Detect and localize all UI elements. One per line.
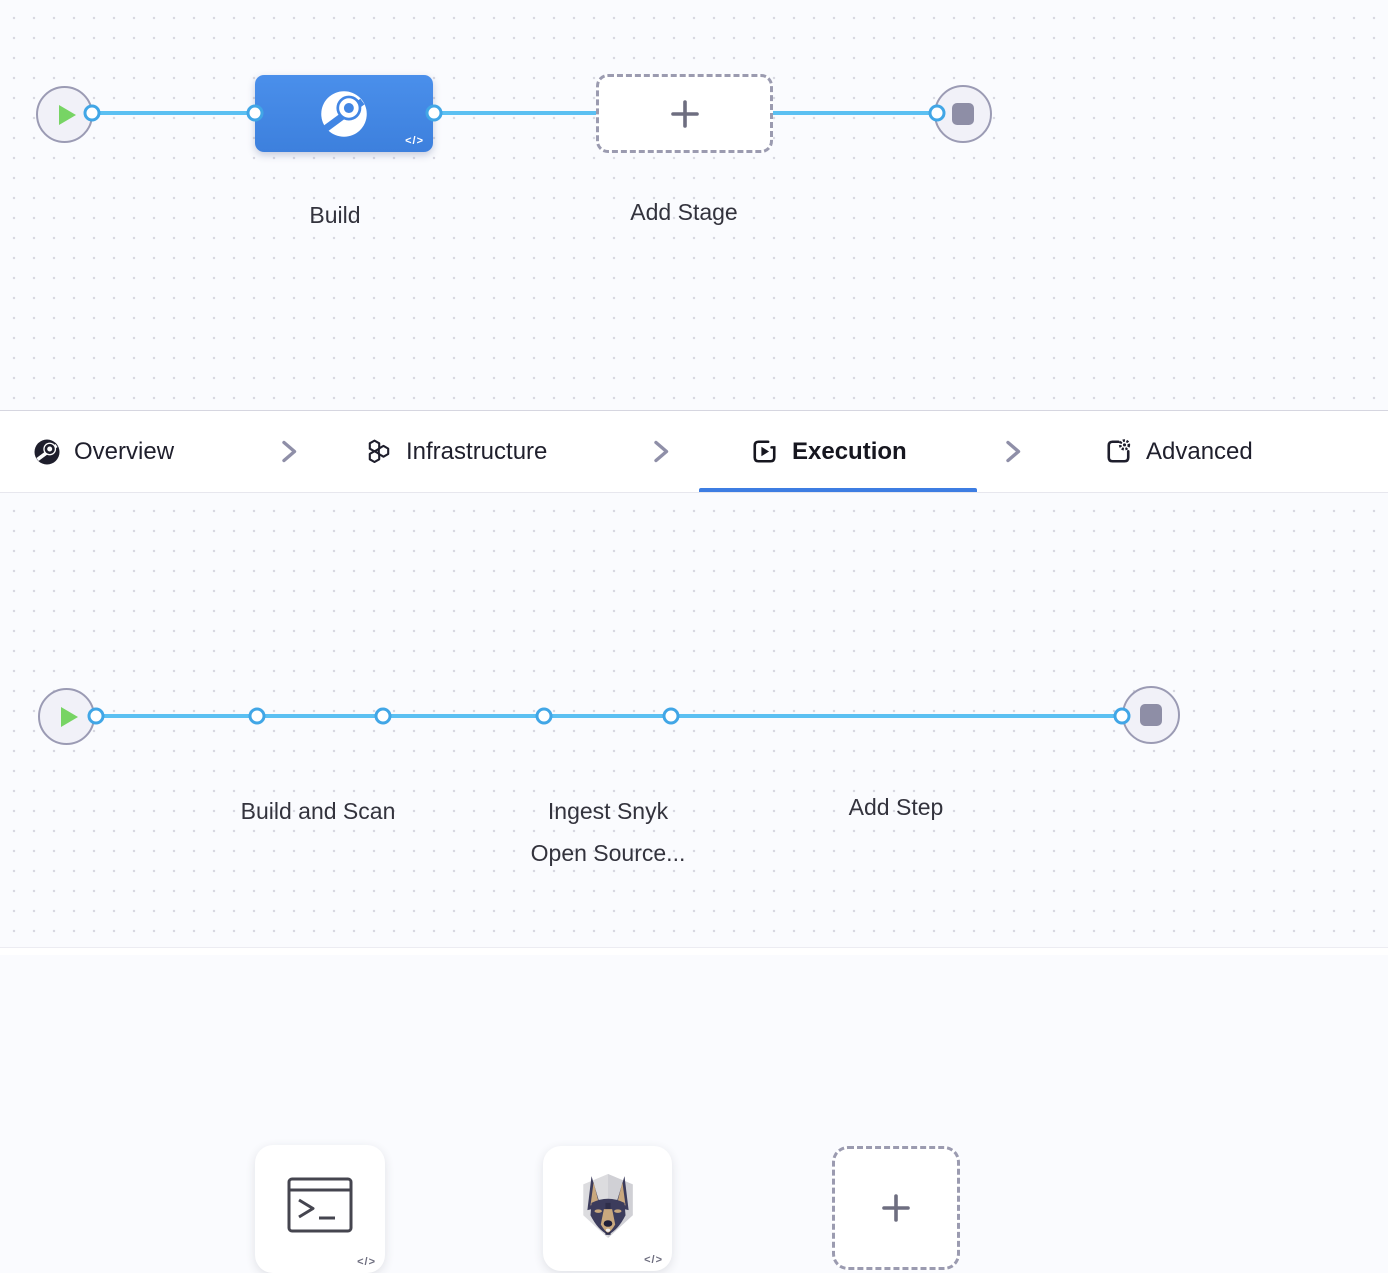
stop-icon <box>952 103 974 125</box>
play-icon <box>60 706 78 727</box>
step-label-line-1: Ingest Snyk <box>547 798 669 824</box>
snyk-dog-icon <box>582 1173 633 1238</box>
stop-icon <box>1140 704 1162 726</box>
play-screen-icon <box>753 440 776 463</box>
anchor-dot <box>87 707 105 725</box>
chevron-right-icon <box>1006 440 1021 463</box>
ci-overview-icon <box>34 439 60 464</box>
add-stage-label: Add Stage <box>630 199 738 225</box>
anchor-dot <box>535 707 553 725</box>
active-tab-indicator <box>699 488 977 492</box>
plus-icon <box>670 99 699 128</box>
execution-start-node <box>38 688 95 745</box>
step-label-build-and-scan: Build and Scan <box>240 798 396 824</box>
anchor-dot <box>246 104 264 122</box>
add-step-button[interactable] <box>832 1146 960 1270</box>
stage-label-build: Build <box>309 202 361 228</box>
step-edge-line <box>66 714 1151 718</box>
step-label-line-2: Open Source... <box>530 840 686 866</box>
stage-node-build[interactable]: </> <box>255 75 433 152</box>
execution-end-node <box>1122 686 1180 744</box>
anchor-dot <box>425 104 443 122</box>
tab-overview-label: Overview <box>74 437 175 465</box>
add-stage-button[interactable] <box>596 74 773 153</box>
tab-overview[interactable]: Overview <box>33 411 174 492</box>
terminal-icon <box>287 1177 353 1233</box>
step-node-ingest-snyk[interactable]: </> <box>543 1146 672 1271</box>
anchor-dot <box>1113 707 1131 725</box>
step-label-ingest-snyk: Ingest Snyk Open Source... <box>531 790 686 874</box>
chevron-right-icon <box>654 440 669 463</box>
code-badge-icon: </> <box>644 1254 663 1266</box>
tab-infrastructure-label: Infrastructure <box>406 437 548 465</box>
code-badge-icon: </> <box>357 1256 376 1268</box>
add-step-label: Add Step <box>848 794 944 820</box>
chevron-right-icon <box>282 440 297 463</box>
play-icon <box>58 104 76 125</box>
ci-build-icon <box>321 90 367 137</box>
code-badge-icon: </> <box>405 135 424 147</box>
anchor-dot <box>374 707 392 725</box>
anchor-dot <box>248 707 266 725</box>
tab-infrastructure[interactable]: Infrastructure <box>364 411 547 492</box>
tab-advanced[interactable]: Advanced <box>1104 411 1253 492</box>
bottom-panel-edge <box>0 947 1388 955</box>
anchor-dot <box>662 707 680 725</box>
tab-execution-label: Execution <box>792 437 907 465</box>
stage-config-tab-bar: Overview Infrastructure Execution <box>0 410 1388 493</box>
stage-canvas: </> Build Add Stage <box>0 0 1388 410</box>
plus-icon <box>882 1194 910 1222</box>
hexagons-icon <box>368 439 390 464</box>
tab-advanced-label: Advanced <box>1146 437 1253 465</box>
execution-canvas: </> </> Build and Scan <box>0 493 1388 1273</box>
tab-execution[interactable]: Execution <box>750 411 907 492</box>
anchor-dot <box>83 104 101 122</box>
stage-edge-line <box>64 111 963 115</box>
anchor-dot <box>928 104 946 122</box>
page-gear-icon <box>1107 439 1131 463</box>
step-node-build-and-scan[interactable]: </> <box>255 1145 385 1273</box>
